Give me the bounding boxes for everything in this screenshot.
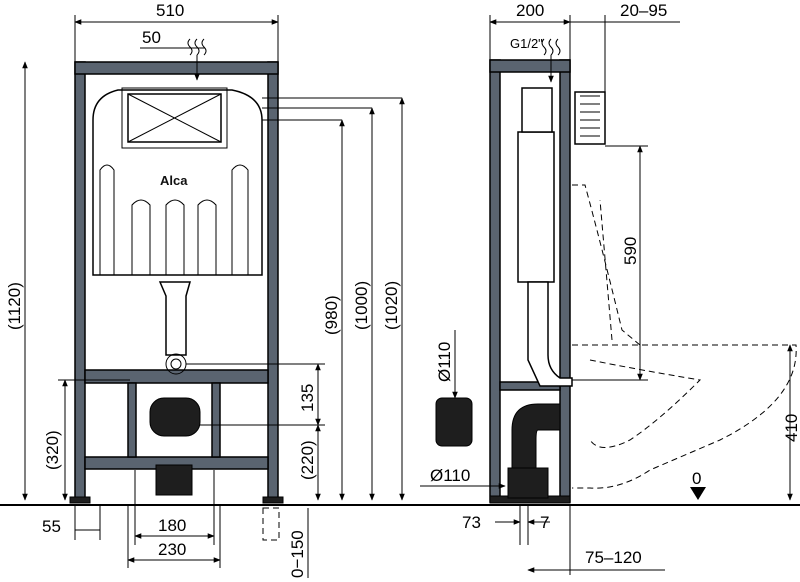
front-view: Alca 510 50 (1120) (980) (1000) (1020) 1… (5, 1, 405, 578)
dim-20-95: 20–95 (620, 1, 667, 20)
dim-110-lower: Ø110 (430, 466, 470, 485)
side-cistern (517, 131, 555, 283)
side-rear-post (489, 59, 501, 503)
foot-right (262, 496, 284, 504)
dim-980: (980) (322, 295, 341, 335)
dim-110-upper: Ø110 (435, 342, 454, 382)
tank-ribs (99, 164, 249, 275)
dim-75-120: 75–120 (585, 548, 642, 567)
side-drain-outlet (507, 467, 549, 499)
drain-outlet (155, 464, 193, 496)
brand-logo: Alca (160, 173, 188, 188)
side-plate-ribs (580, 95, 600, 137)
dim-320: (320) (43, 430, 62, 470)
side-drain-bend (511, 403, 561, 471)
wc-inner-outline (589, 359, 702, 448)
dim-55: 55 (42, 517, 61, 536)
dim-180: 180 (158, 516, 186, 535)
dim-1120: (1120) (5, 282, 24, 330)
dim-200: 200 (516, 1, 544, 20)
dim-73: 73 (462, 513, 481, 532)
dim-0-150: 0−150 (288, 530, 307, 578)
dim-510: 510 (156, 1, 184, 20)
dim-410: 410 (782, 414, 800, 442)
side-flush-pipe (527, 281, 573, 387)
dim-1000: (1000) (352, 281, 371, 330)
dim-50: 50 (142, 28, 161, 47)
side-front-post (559, 59, 571, 503)
dim-zero: 0 (692, 469, 701, 488)
frame-middle-bar (84, 369, 269, 384)
thread-label: G1/2" (510, 36, 543, 51)
side-view: 200 20–95 G1/2" 590 Ø110 Ø110 410 0 73 7… (420, 1, 800, 575)
dim-1020: (1020) (382, 281, 401, 330)
foot-left (69, 496, 91, 504)
drain-connector (435, 397, 473, 447)
plate-diagonal-b (127, 93, 222, 143)
frame-brace-left (127, 382, 137, 458)
frame-right-post (267, 61, 279, 503)
frame-left-post (74, 61, 86, 503)
wc-seat-lid (572, 184, 641, 346)
dim-590: 590 (621, 237, 640, 265)
frame-brace-right (211, 382, 221, 458)
side-valve-box (521, 87, 553, 133)
wc-bowl-outline (572, 344, 797, 489)
adjustable-foot-icon (262, 507, 280, 541)
side-water-inlet-icon (541, 38, 561, 56)
dim-230: 230 (158, 540, 186, 559)
dim-220: (220) (298, 440, 317, 480)
side-flush-plate (574, 91, 606, 145)
flush-plate-frame (121, 87, 228, 149)
zero-level-marker-icon (690, 487, 706, 500)
water-inlet-icon (187, 38, 207, 56)
frame-top-bar (74, 61, 279, 75)
dim-135: 135 (298, 384, 317, 412)
flush-pipe (158, 281, 191, 356)
flush-outlet-core (170, 358, 182, 370)
side-top-bar (489, 59, 571, 73)
drain-bend (149, 397, 201, 437)
dim-7: 7 (540, 513, 549, 532)
